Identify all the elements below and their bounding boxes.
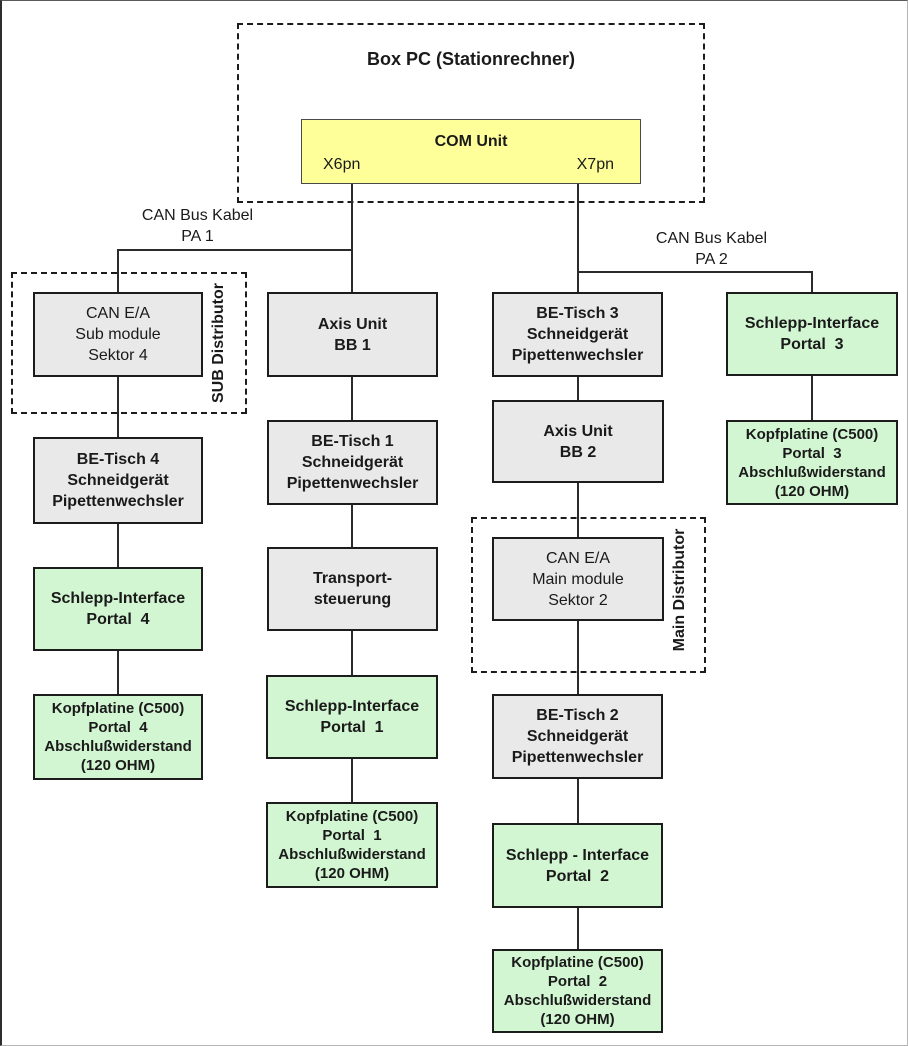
connector-line [577, 184, 579, 292]
main-distributor-dashed-group [471, 517, 706, 673]
node-schlepp-interface-portal-4: Schlepp-Interface Portal 4 [33, 567, 203, 651]
node-label: Schlepp-Interface Portal 4 [50, 590, 186, 628]
node-label: Schlepp - Interface Portal 2 [505, 846, 650, 885]
com-unit-label: COM Unit [434, 133, 508, 150]
connector-line [117, 377, 119, 437]
node-axis-unit-bb2: Axis Unit BB 2 [492, 400, 664, 483]
node-schlepp-interface-portal-1: Schlepp-Interface Portal 1 [266, 675, 438, 759]
connector-line [351, 377, 353, 420]
connector-line [351, 759, 353, 802]
node-axis-unit-bb1: Axis Unit BB 1 [267, 292, 438, 377]
node-be-tisch-1: BE-Tisch 1 Schneidgerät Pipettenwechsler [267, 420, 438, 505]
node-kopfplatine-portal-4: Kopfplatine (C500) Portal 4 Abschlußwide… [33, 694, 203, 780]
com-unit-box: COM Unit X6pn X7pn [301, 119, 641, 184]
connector-line [117, 651, 119, 694]
node-kopfplatine-portal-2: Kopfplatine (C500) Portal 2 Abschlußwide… [492, 949, 663, 1033]
sub-distributor-label: SUB Distributor [210, 283, 227, 403]
node-kopfplatine-portal-3: Kopfplatine (C500) Portal 3 Abschlußwide… [726, 420, 898, 505]
node-schlepp-interface-portal-2: Schlepp - Interface Portal 2 [492, 823, 663, 908]
box-pc-title: Box PC (Stationrechner) [366, 49, 576, 69]
node-label: BE-Tisch 4 Schneidgerät Pipettenwechsler [52, 451, 184, 510]
node-transportsteuerung: Transport- steuerung [267, 547, 438, 631]
node-label: BE-Tisch 2 Schneidgerät Pipettenwechsler [511, 707, 644, 766]
node-label: Kopfplatine (C500) Portal 2 Abschlußwide… [503, 954, 652, 1028]
node-label: BE-Tisch 3 Schneidgerät Pipettenwechsler [511, 305, 644, 364]
connector-line [577, 908, 579, 949]
can-bus-pa1-line [117, 249, 353, 251]
connector-line [117, 524, 119, 567]
port-x7pn: X7pn [576, 156, 614, 173]
connector-line [811, 271, 813, 292]
box-pc-dashed-group [237, 23, 705, 203]
node-label: Schlepp-Interface Portal 1 [284, 698, 420, 736]
node-label: BE-Tisch 1 Schneidgerät Pipettenwechsler [286, 433, 419, 492]
connector-line [577, 621, 579, 694]
node-label: Transport- steuerung [312, 570, 393, 608]
node-label: Schlepp-Interface Portal 3 [744, 315, 880, 353]
node-label: Axis Unit BB 1 [317, 315, 388, 354]
node-label: Kopfplatine (C500) Portal 4 Abschlußwide… [44, 700, 192, 774]
connector-line [811, 376, 813, 420]
connector-line [117, 249, 119, 292]
port-x6pn: X6pn [323, 156, 361, 173]
main-distributor-label: Main Distributor [671, 528, 688, 652]
can-bus-pa1-label: CAN Bus Kabel PA 1 [120, 205, 275, 247]
node-label: Kopfplatine (C500) Portal 1 Abschlußwide… [278, 808, 426, 882]
connector-line [577, 779, 579, 823]
connector-line [351, 505, 353, 547]
node-label: Kopfplatine (C500) Portal 3 Abschlußwide… [738, 425, 886, 500]
node-can-ea-sub-module: CAN E/A Sub module Sektor 4 [33, 292, 203, 377]
sub-distributor-dashed-group [11, 272, 247, 414]
can-bus-pa2-label: CAN Bus Kabel PA 2 [634, 228, 789, 270]
node-label: Axis Unit BB 2 [543, 422, 613, 461]
node-kopfplatine-portal-1: Kopfplatine (C500) Portal 1 Abschlußwide… [266, 802, 438, 888]
node-be-tisch-3: BE-Tisch 3 Schneidgerät Pipettenwechsler [492, 292, 663, 377]
connector-line [577, 483, 579, 537]
node-can-ea-main-module: CAN E/A Main module Sektor 2 [492, 537, 664, 621]
connector-line [351, 631, 353, 675]
node-label: CAN E/A Main module Sektor 2 [532, 549, 624, 609]
connector-line [351, 184, 353, 292]
node-schlepp-interface-portal-3: Schlepp-Interface Portal 3 [726, 292, 898, 376]
can-bus-pa2-line [577, 271, 813, 273]
node-be-tisch-2: BE-Tisch 2 Schneidgerät Pipettenwechsler [492, 694, 663, 779]
node-be-tisch-4: BE-Tisch 4 Schneidgerät Pipettenwechsler [33, 437, 203, 524]
node-label: CAN E/A Sub module Sektor 4 [75, 305, 161, 364]
connector-line [577, 377, 579, 400]
